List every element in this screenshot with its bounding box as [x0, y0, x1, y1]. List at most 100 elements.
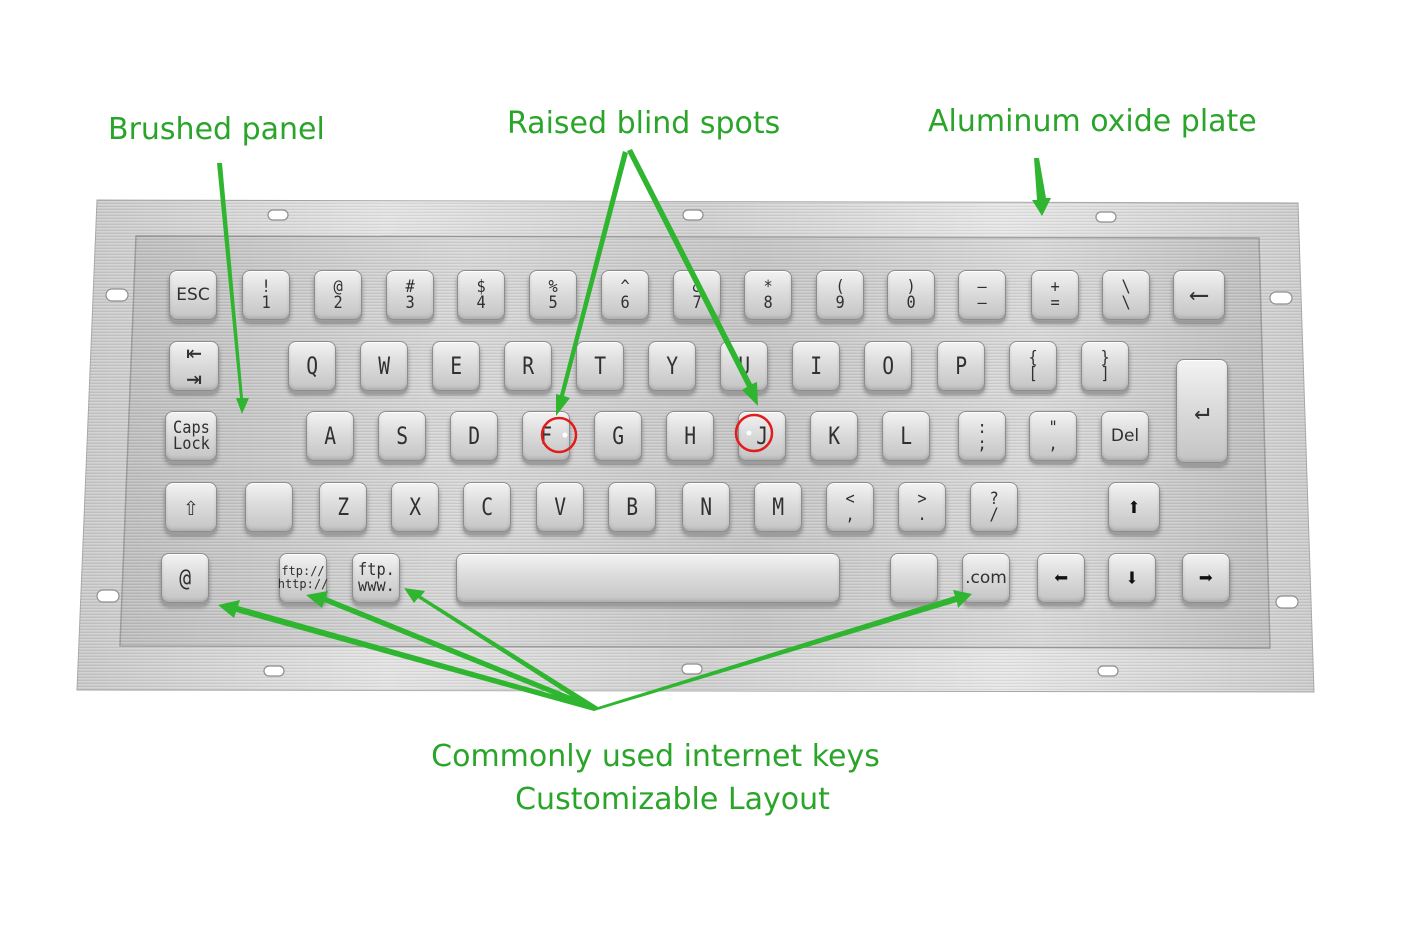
key-c[interactable]: C: [463, 482, 511, 532]
key-y[interactable]: Y: [648, 341, 696, 391]
key-legend: F: [540, 422, 552, 450]
key-arrow-up[interactable]: ⬆: [1108, 482, 1160, 532]
key-legend: J: [756, 422, 768, 450]
callout-internet-keys-line1: Commonly used internet keys: [431, 739, 880, 774]
key-legend-top: ?: [989, 489, 999, 509]
key-l[interactable]: L: [882, 411, 930, 461]
key-q[interactable]: Q: [288, 341, 336, 391]
key-8[interactable]: *8: [744, 270, 792, 320]
key-m[interactable]: M: [754, 482, 802, 532]
key-n[interactable]: N: [682, 482, 730, 532]
key-legend-top: *: [763, 277, 773, 297]
key-legend: S: [396, 422, 408, 450]
key-backspace[interactable]: ⟵: [1173, 270, 1225, 320]
key-legend-bottom: /: [989, 505, 999, 525]
key-minus[interactable]: —–: [958, 270, 1006, 320]
key-g[interactable]: G: [594, 411, 642, 461]
key-9[interactable]: (9: [816, 270, 864, 320]
backspace-arrow-icon: ⟵: [1191, 280, 1207, 310]
key-arrow-down[interactable]: ⬇: [1108, 553, 1156, 603]
key-legend: N: [700, 493, 712, 521]
key-v[interactable]: V: [536, 482, 584, 532]
key-legend-top: $: [476, 277, 486, 297]
key-at[interactable]: @: [161, 553, 209, 603]
key-ftp-www[interactable]: ftp.www.: [352, 553, 400, 603]
key-legend: E: [450, 352, 462, 380]
key-i[interactable]: I: [792, 341, 840, 391]
key-legend: P: [955, 352, 967, 380]
key-e[interactable]: E: [432, 341, 480, 391]
key-x[interactable]: X: [391, 482, 439, 532]
key-a[interactable]: A: [306, 411, 354, 461]
callout-brushed-panel: Brushed panel: [108, 112, 325, 147]
key-shift[interactable]: ⇧: [165, 482, 217, 532]
key-ftp-http[interactable]: ftp://http://: [278, 553, 328, 603]
key-k[interactable]: K: [810, 411, 858, 461]
key-tab[interactable]: ⇤⇥: [169, 340, 219, 394]
key-b[interactable]: B: [608, 482, 656, 532]
key-r[interactable]: R: [504, 341, 552, 391]
key-legend-bottom: ]: [1100, 364, 1110, 384]
key-1[interactable]: !1: [242, 270, 290, 320]
tab-arrows-icon-lower: ⇥: [186, 364, 202, 394]
key-o[interactable]: O: [864, 341, 912, 391]
key-dot-com[interactable]: .com: [962, 553, 1010, 603]
key-j[interactable]: J: [738, 411, 786, 461]
key-blank-2[interactable]: [890, 553, 938, 603]
key-z[interactable]: Z: [319, 482, 367, 532]
key-quote[interactable]: ",: [1029, 411, 1077, 461]
key-5[interactable]: %5: [529, 270, 577, 320]
key-legend-bottom: –: [977, 293, 987, 313]
arrow-right-icon: ➡: [1198, 564, 1214, 592]
key-legend-top: >: [917, 489, 927, 509]
key-blank-1[interactable]: [245, 482, 293, 532]
key-legend: Y: [666, 352, 678, 380]
key-legend-bottom: www.: [357, 576, 395, 596]
key-comma[interactable]: <,: [826, 482, 874, 532]
key-6[interactable]: ^6: [601, 270, 649, 320]
key-7[interactable]: &7: [673, 270, 721, 320]
key-legend: X: [409, 493, 421, 521]
key-p[interactable]: P: [937, 341, 985, 391]
key-legend-top: ftp.: [357, 560, 395, 580]
key-bracket-left[interactable]: {[: [1009, 341, 1057, 391]
key-legend: Del: [1110, 425, 1140, 446]
key-legend-bottom: Lock: [172, 434, 210, 454]
key-u[interactable]: U: [720, 341, 768, 391]
key-arrow-right[interactable]: ➡: [1182, 553, 1230, 603]
key-backslash[interactable]: \\: [1102, 270, 1150, 320]
key-bracket-right[interactable]: }]: [1081, 341, 1129, 391]
key-d[interactable]: D: [450, 411, 498, 461]
key-t[interactable]: T: [576, 341, 624, 391]
key-legend: A: [324, 422, 336, 450]
key-slash[interactable]: ?/: [970, 482, 1018, 532]
key-legend-bottom: .: [917, 505, 927, 525]
key-semicolon[interactable]: :;: [958, 411, 1006, 461]
key-h[interactable]: H: [666, 411, 714, 461]
key-legend: @: [179, 564, 191, 592]
key-3[interactable]: #3: [386, 270, 434, 320]
key-space[interactable]: [456, 553, 840, 603]
key-legend-top: !: [261, 277, 271, 297]
key-f[interactable]: F: [522, 411, 570, 461]
key-0[interactable]: )0: [887, 270, 935, 320]
key-legend-bottom: 4: [476, 293, 486, 313]
key-legend-top: #: [405, 277, 415, 297]
key-esc[interactable]: ESC: [169, 270, 217, 320]
key-w[interactable]: W: [360, 341, 408, 391]
enter-arrow-icon: ↵: [1194, 396, 1210, 426]
key-4[interactable]: $4: [457, 270, 505, 320]
key-2[interactable]: @2: [314, 270, 362, 320]
key-legend-top: —: [977, 277, 987, 297]
key-enter[interactable]: ↵: [1176, 359, 1228, 463]
key-legend-bottom: 9: [835, 293, 845, 313]
key-legend-bottom: ;: [977, 434, 987, 454]
key-s[interactable]: S: [378, 411, 426, 461]
key-arrow-left[interactable]: ⬅: [1037, 553, 1085, 603]
key-equals[interactable]: +=: [1031, 270, 1079, 320]
key-period[interactable]: >.: [898, 482, 946, 532]
key-del[interactable]: Del: [1101, 411, 1149, 461]
key-legend-bottom: 7: [692, 293, 702, 313]
key-legend-top: +: [1050, 277, 1060, 297]
